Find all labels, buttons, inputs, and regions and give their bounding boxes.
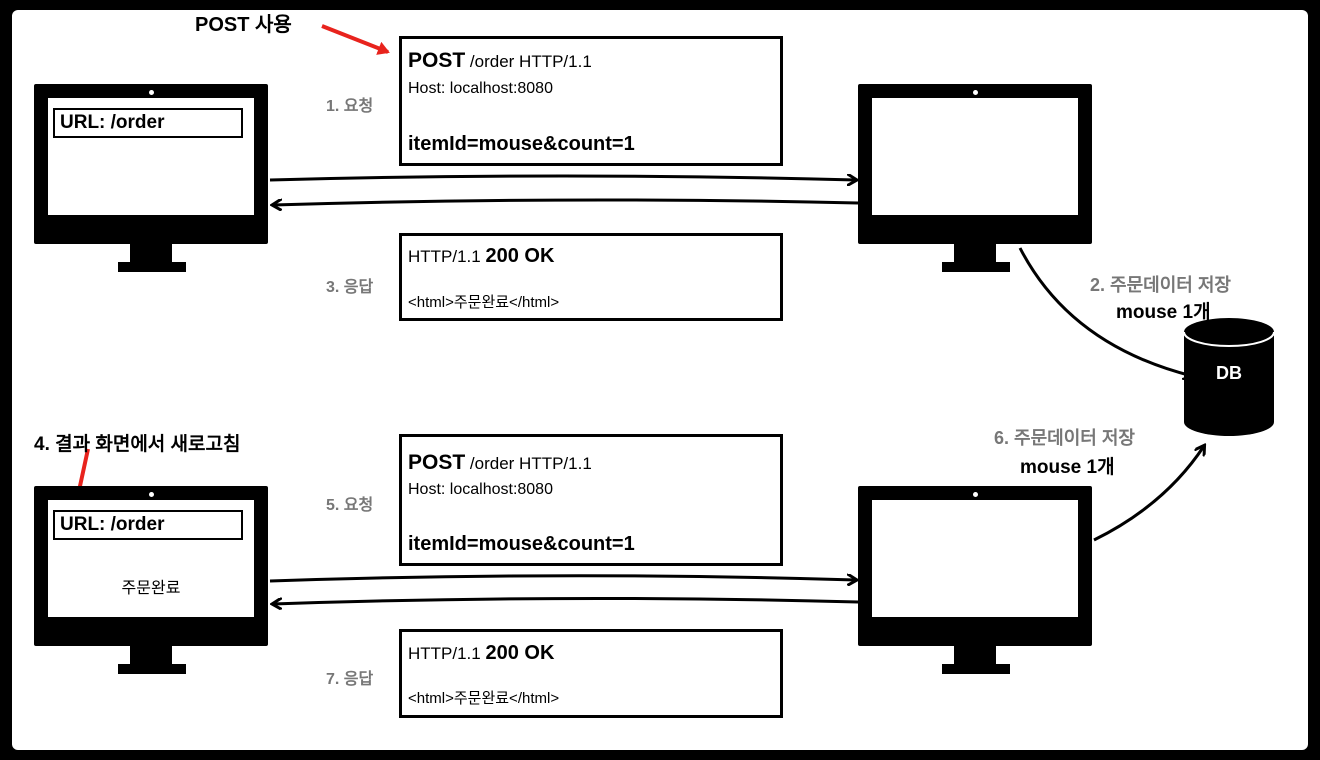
bottom-client-monitor: URL: /order 주문완료 [34, 486, 268, 676]
top-request-step: 1. 요청 [326, 98, 374, 115]
top-response-message: HTTP/1.1 200 OK <html>주문완료</html> [399, 233, 783, 321]
top-db-arrow [1018, 247, 1192, 376]
bottom-annotation: 4. 결과 화면에서 새로고침 [34, 434, 241, 455]
client-screen: URL: /order [48, 98, 254, 215]
top-annotation-arrow [321, 24, 390, 55]
bottom-response-step: 7. 응답 [326, 671, 374, 688]
top-request-message: POST /order HTTP/1.1 Host: localhost:808… [399, 36, 783, 166]
server-screen [872, 98, 1078, 215]
request-body: itemId=mouse&count=1 [408, 133, 635, 155]
client-screen: URL: /order 주문완료 [48, 500, 254, 617]
host-header: Host: localhost:8080 [408, 80, 553, 97]
url-bar: URL: /order [53, 108, 243, 138]
top-response-arrow [273, 198, 859, 205]
status-line: HTTP/1.1 200 OK [408, 245, 555, 267]
bottom-db-arrow [1093, 446, 1204, 542]
camera-dot [973, 90, 978, 95]
response-body: <html>주문완료</html> [408, 690, 560, 707]
top-db-step: 2. 주문데이터 저장 [1090, 275, 1231, 295]
top-db-item: mouse 1개 [1116, 302, 1211, 323]
bottom-request-step: 5. 요청 [326, 497, 374, 514]
top-server-monitor [858, 84, 1092, 274]
top-client-monitor: URL: /order [34, 84, 268, 274]
request-line: POST /order HTTP/1.1 [408, 49, 592, 72]
bottom-request-message: POST /order HTTP/1.1 Host: localhost:808… [399, 434, 783, 566]
request-body: itemId=mouse&count=1 [408, 533, 635, 555]
status-line: HTTP/1.1 200 OK [408, 642, 555, 664]
bottom-db-step: 6. 주문데이터 저장 [994, 428, 1135, 448]
camera-dot [149, 90, 154, 95]
server-screen [872, 500, 1078, 617]
camera-dot [973, 492, 978, 497]
page-content: 주문완료 [121, 580, 181, 597]
camera-dot [149, 492, 154, 497]
url-bar: URL: /order [53, 510, 243, 540]
bottom-response-arrow [273, 596, 859, 604]
top-request-arrow [269, 176, 856, 180]
bottom-db-item: mouse 1개 [1020, 457, 1115, 478]
database: DB [1183, 318, 1275, 436]
top-annotation: POST 사용 [195, 14, 292, 36]
bottom-response-message: HTTP/1.1 200 OK <html>주문완료</html> [399, 629, 783, 718]
bottom-server-monitor [858, 486, 1092, 676]
database-label: DB [1216, 363, 1242, 383]
database-icon [1183, 318, 1275, 436]
host-header: Host: localhost:8080 [408, 481, 553, 498]
top-response-step: 3. 응답 [326, 279, 374, 296]
response-body: <html>주문완료</html> [408, 294, 560, 311]
request-line: POST /order HTTP/1.1 [408, 451, 592, 474]
bottom-request-arrow [269, 576, 856, 581]
